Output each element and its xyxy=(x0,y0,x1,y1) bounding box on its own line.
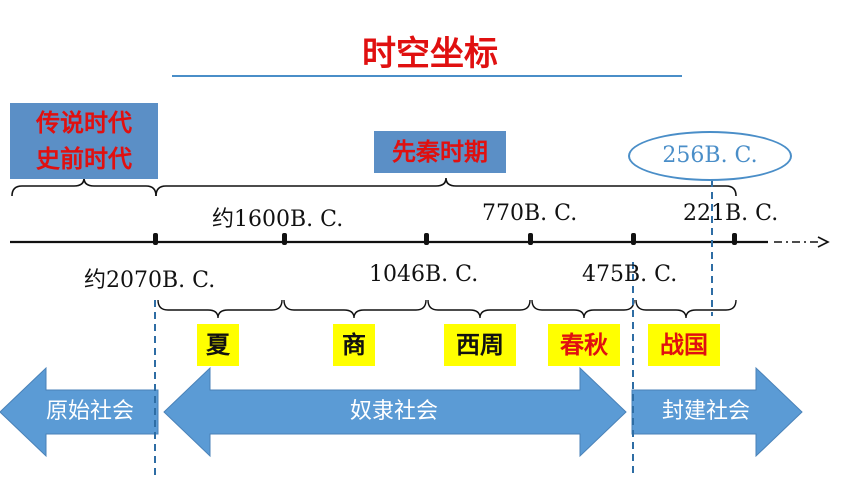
dynasty-xia: 夏 xyxy=(197,324,239,366)
page-title: 时空坐标 xyxy=(362,34,498,74)
slave-society-arrow xyxy=(163,366,627,458)
primitive-society-arrow xyxy=(0,366,159,458)
tick-770 xyxy=(528,233,533,245)
tick-2070 xyxy=(153,233,158,245)
slave-society-label: 奴隶社会 xyxy=(349,399,438,424)
primitive-society-label: 原始社会 xyxy=(45,399,134,424)
feudal-society-arrow xyxy=(631,366,803,458)
prehistoric-era-label: 史前时代 xyxy=(36,145,132,173)
date-label-1046bc: 1046B. C. xyxy=(369,262,479,287)
tick-221 xyxy=(732,233,737,245)
pre-qin-period-box: 先秦时期 xyxy=(374,131,506,173)
brace-xia xyxy=(157,299,283,319)
feudal-society-label: 封建社会 xyxy=(661,399,750,424)
date-label-770bc: 770B. C. xyxy=(482,201,578,226)
dynasty-spring-autumn: 春秋 xyxy=(548,324,620,366)
brace-pre-qin xyxy=(155,177,737,197)
brace-western-zhou xyxy=(427,299,531,319)
date-256bc-oval: 256B. C. xyxy=(628,131,792,181)
dynasty-western-zhou: 西周 xyxy=(444,324,516,366)
tick-1046 xyxy=(424,233,429,245)
legend-era-label: 传说时代 xyxy=(36,109,132,137)
date-label-221bc: 221B. C. xyxy=(683,201,779,226)
tick-1600 xyxy=(282,233,287,245)
prehistoric-era-box: 传说时代 史前时代 xyxy=(10,103,158,179)
date-label-1600bc: 约1600B. C. xyxy=(212,207,344,232)
time-axis-arrowhead xyxy=(817,236,830,248)
brace-spring-autumn xyxy=(531,299,635,319)
date-label-2070bc: 约2070B. C. xyxy=(84,268,216,293)
title-underline xyxy=(172,75,682,77)
brace-prehistoric xyxy=(11,177,157,197)
dynasty-shang: 商 xyxy=(333,324,375,366)
brace-shang xyxy=(283,299,427,319)
date-label-475bc: 475B. C. xyxy=(582,262,678,287)
dynasty-warring-states: 战国 xyxy=(648,324,720,366)
brace-warring-states xyxy=(635,299,737,319)
tick-475 xyxy=(631,233,636,245)
